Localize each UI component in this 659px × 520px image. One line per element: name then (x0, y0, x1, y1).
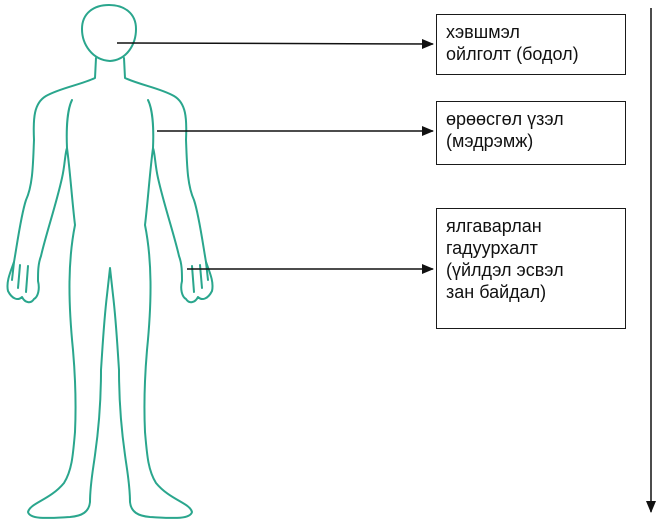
label-line: зан байдал) (446, 281, 616, 303)
label-line: гадуурхалт (446, 237, 616, 259)
label-box-thoughts: хэвшмэл ойлголт (бодол) (436, 14, 626, 75)
label-line: ойлголт (бодол) (446, 43, 616, 65)
label-box-actions: ялгаварлан гадуурхалт (үйлдэл эсвэл зан … (436, 208, 626, 329)
label-line: ялгаварлан (446, 215, 616, 237)
label-line: (мэдрэмж) (446, 130, 616, 152)
label-line: хэвшмэл (446, 21, 616, 43)
label-line: (үйлдэл эсвэл (446, 259, 616, 281)
human-body-outline (7, 5, 212, 518)
arrow-head-to-thoughts (117, 43, 433, 44)
label-line: өрөөсгөл үзэл (446, 108, 616, 130)
label-box-feelings: өрөөсгөл үзэл (мэдрэмж) (436, 101, 626, 165)
